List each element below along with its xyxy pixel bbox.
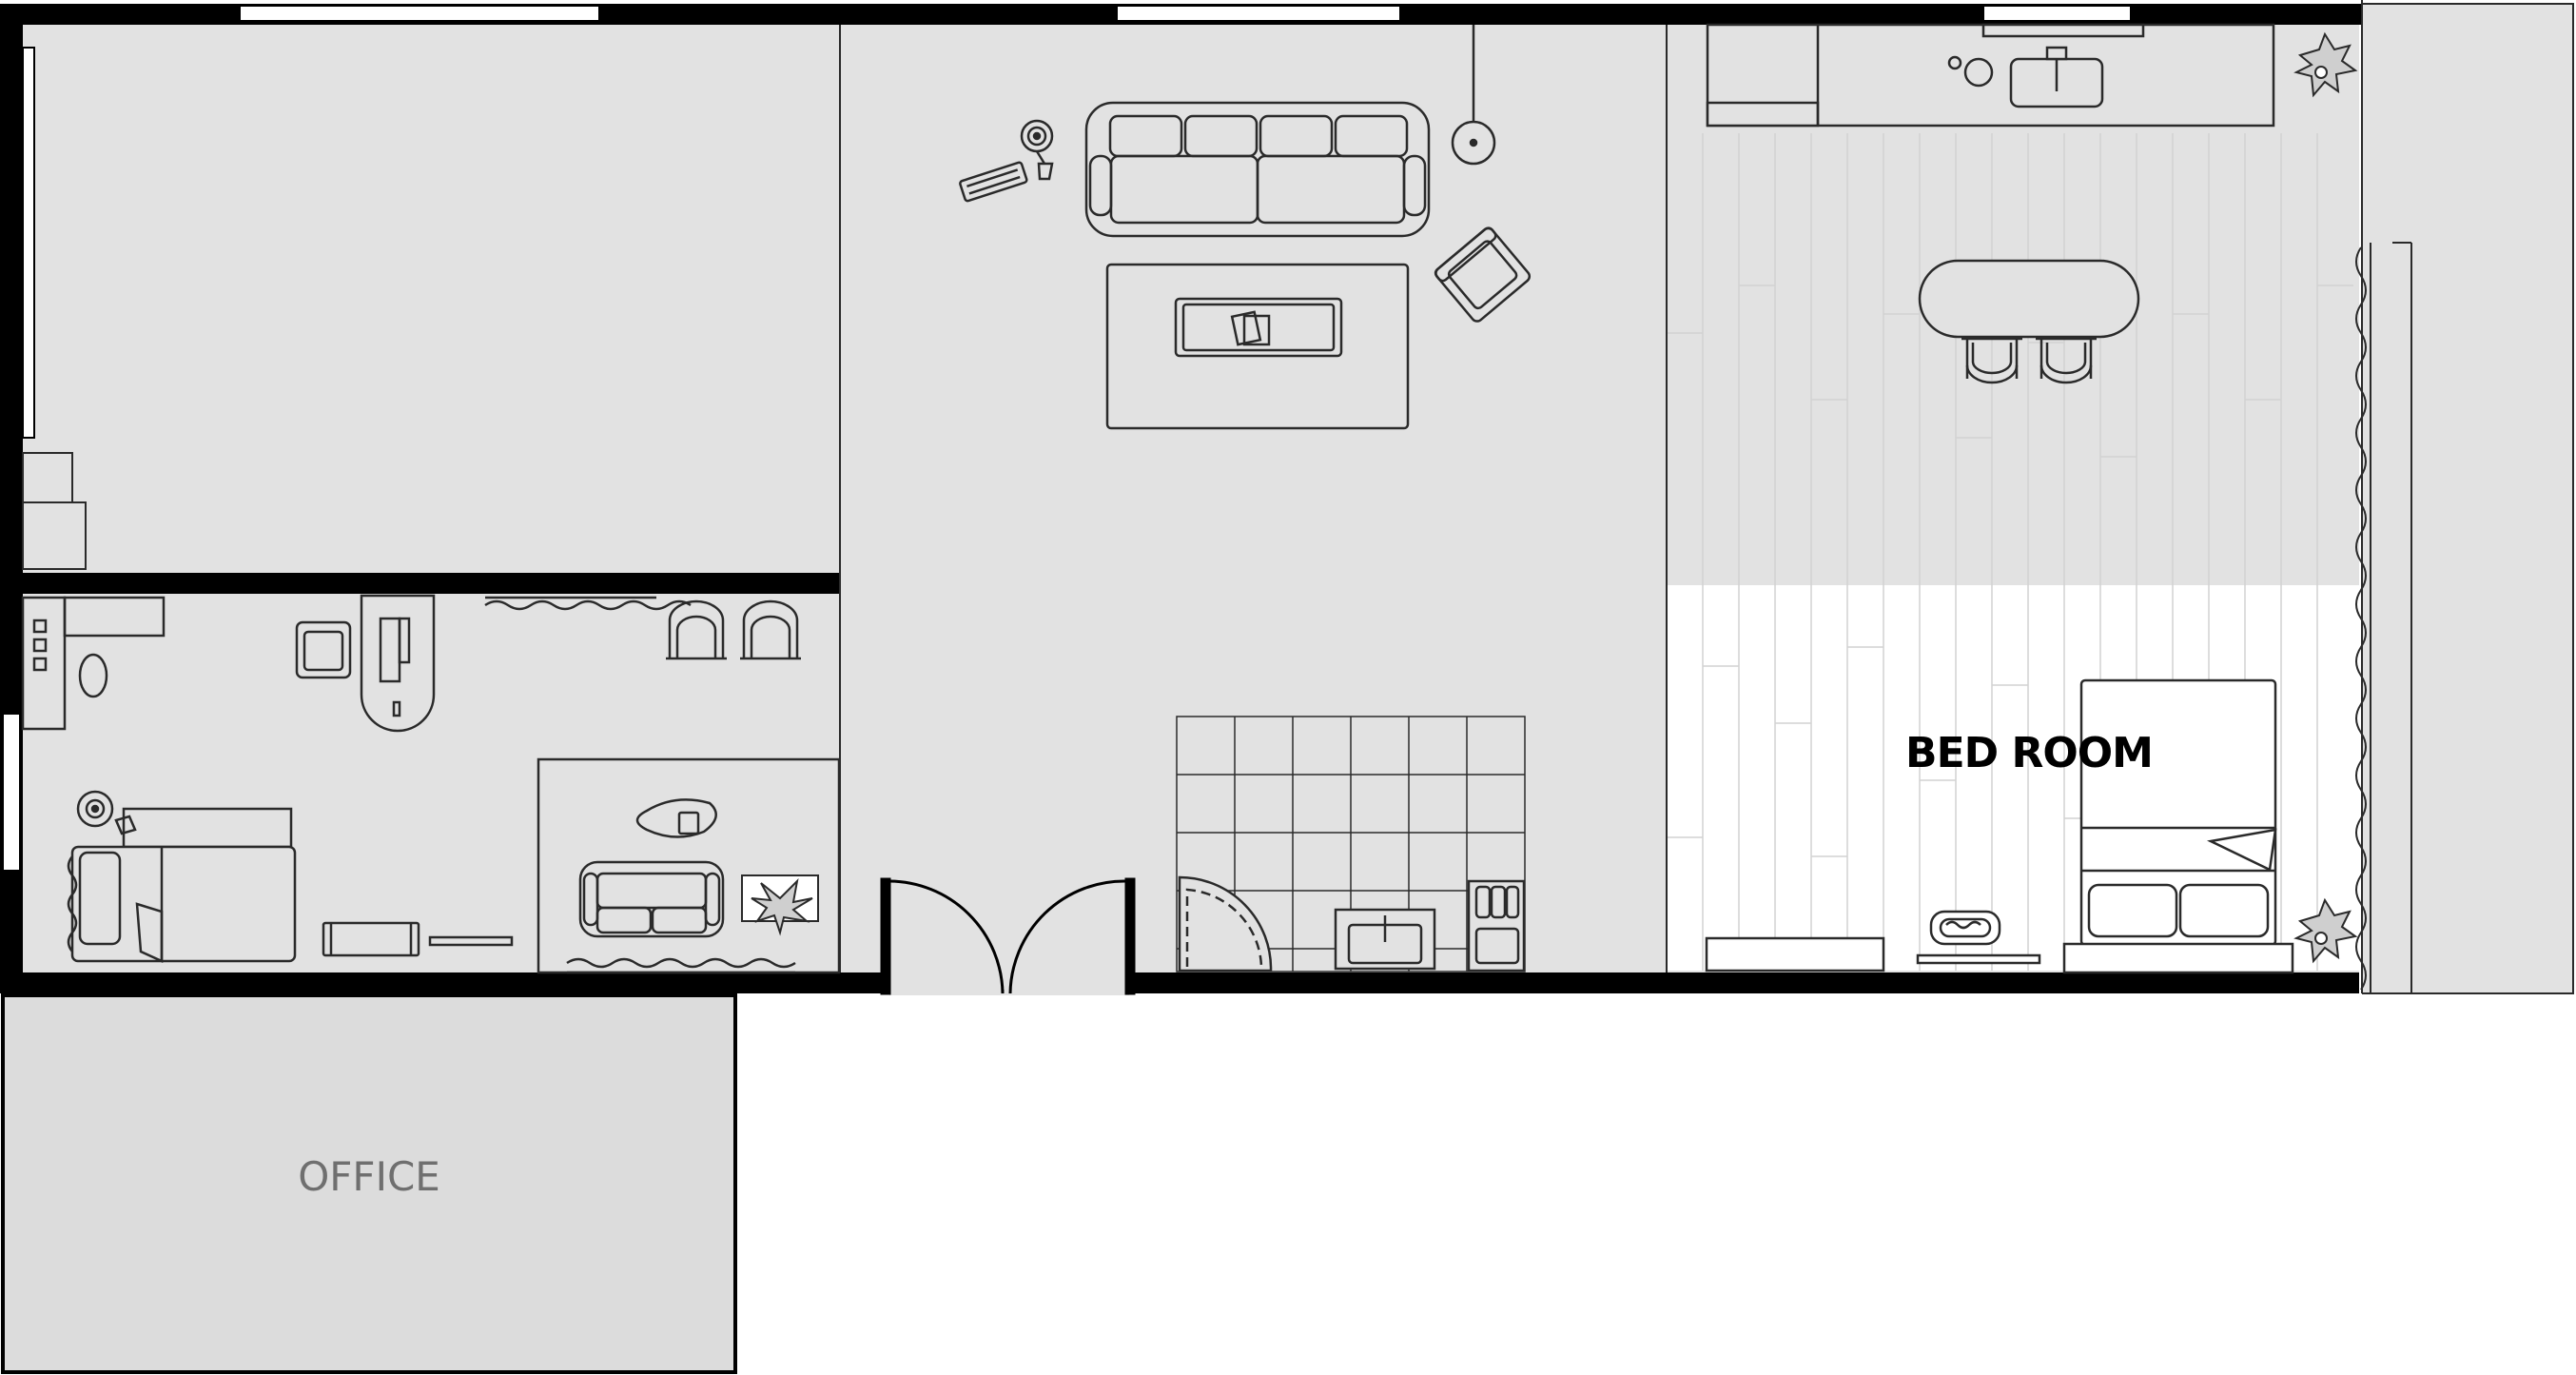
left-door-jamb [880, 877, 891, 995]
plank-floor [1667, 133, 2353, 971]
toilet-icon [78, 653, 108, 698]
dining-chair-2 [2036, 337, 2097, 384]
partition-wall [19, 573, 841, 594]
shelf-lower [428, 935, 514, 947]
table-lamp-icon [76, 790, 137, 835]
bench-icon [322, 921, 420, 957]
lower-left-room [21, 594, 841, 974]
living-rug [1105, 263, 1410, 430]
single-bed-icon [67, 807, 297, 963]
left-door-swing [888, 879, 1005, 994]
kitchen [1706, 23, 2275, 384]
dining-table [1918, 259, 2140, 339]
plant-icon-kitchen [2293, 31, 2358, 98]
window-left-wall [2, 713, 21, 872]
windows [2, 5, 2132, 872]
bedroom-bench-icon [1916, 910, 2041, 965]
right-door-jamb [1124, 877, 1136, 995]
window-top-middle [1116, 5, 1401, 22]
office-outline [1, 993, 737, 1374]
floor-lamp-icon [1020, 119, 1054, 181]
bathroom-sink-icon [1334, 908, 1436, 971]
double-bed-icon [2079, 678, 2277, 947]
curtain-right [2355, 246, 2367, 991]
pendant-lamp-icon [1451, 25, 1496, 166]
bedroom-label: BED ROOM [1905, 729, 2153, 777]
upper-left-cabinets [22, 452, 87, 570]
plant-icon-lower [741, 874, 819, 936]
curtain-lower-rug [566, 957, 796, 969]
shower-icon [1178, 875, 1273, 972]
coffee-table [1174, 297, 1343, 358]
right-door-swing [1008, 879, 1127, 994]
tv-console [1705, 936, 1885, 972]
entry-doors [880, 877, 1136, 995]
window-top-right [1982, 5, 2132, 22]
curtain-lower-left [484, 599, 692, 611]
armchair-icon [1434, 226, 1532, 323]
stove-burner-icon [1963, 57, 1994, 88]
right-wall-post [2355, 4, 2363, 25]
desk-chair-icon [295, 620, 352, 679]
books-icon [1230, 310, 1271, 346]
window-top-left [239, 5, 600, 22]
bed-footboard [2062, 942, 2294, 974]
plant-icon-bedroom [2293, 897, 2358, 964]
office-floor [4, 995, 734, 1370]
radiator-icon [959, 161, 1028, 203]
dining-chairs-lower [666, 599, 801, 660]
kitchen-sink-icon [2009, 46, 2104, 108]
desk-icon [360, 594, 436, 733]
sofa [1084, 101, 1431, 238]
window-left-upper [22, 47, 35, 439]
side-table-icon [635, 798, 717, 838]
bottom-wall [0, 972, 2359, 993]
right-corridor-floor [2362, 4, 2573, 993]
dining-chair-1 [1961, 337, 2022, 384]
small-sofa-icon [578, 860, 725, 938]
washer-icon [1467, 879, 1526, 972]
office-label: OFFICE [298, 1153, 440, 1200]
living-room-furniture [959, 25, 1532, 430]
bathroom-fixtures [1178, 875, 1526, 972]
bedroom-furniture [1705, 678, 2294, 974]
